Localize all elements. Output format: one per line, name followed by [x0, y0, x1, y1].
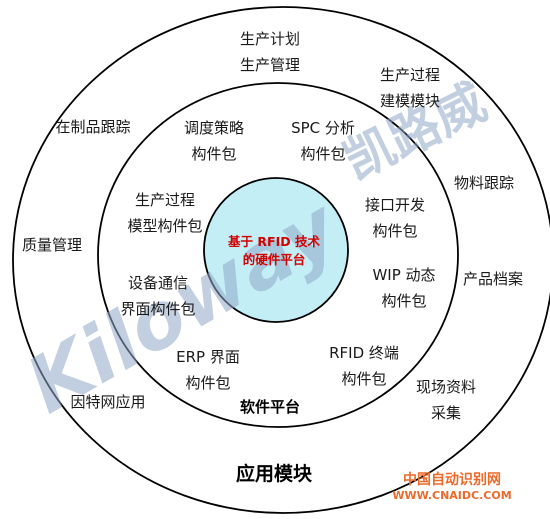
middle-item-2-line2: 构件包	[300, 145, 345, 163]
middle-item-6-line2: 构件包	[381, 292, 426, 310]
middle-item-1-line1: 调度策略	[184, 119, 244, 137]
outer-item-4: 物料跟踪	[454, 174, 514, 192]
middle-ring-labels: 调度策略 构件包 SPC 分析 构件包 生产过程 模型构件包 接口开发 构件包 …	[120, 119, 435, 416]
middle-item-6-line1: WIP 动态	[372, 266, 435, 284]
middle-item-8-line1: RFID 终端	[329, 344, 399, 362]
outer-item-3: 在制品跟踪	[55, 118, 130, 136]
outer-item-2-line1: 生产过程	[380, 66, 440, 84]
outer-item-7: 因特网应用	[70, 393, 145, 411]
core-label: 基于 RFID 技术 的硬件平台	[227, 234, 320, 267]
middle-ring-title: 软件平台	[240, 398, 300, 416]
core-circle	[203, 177, 349, 323]
outer-item-1-line1: 生产计划	[240, 30, 300, 48]
core-label-line1: 基于 RFID 技术	[227, 234, 320, 249]
middle-item-8-line2: 构件包	[341, 370, 386, 388]
middle-item-4-line2: 构件包	[372, 222, 417, 240]
site-logo: 中国自动识别网 WWW.CNAIDC.COM	[392, 471, 511, 502]
site-url: WWW.CNAIDC.COM	[392, 489, 511, 502]
middle-item-7-line1: ERP 界面	[176, 348, 240, 366]
middle-item-3-line1: 生产过程	[135, 191, 195, 209]
outer-ring	[12, 6, 550, 514]
outer-ring-title: 应用模块	[236, 462, 313, 485]
outer-ring-labels: 生产计划 生产管理 生产过程 建模模块 在制品跟踪 物料跟踪 质量管理 产品档案…	[22, 30, 523, 485]
middle-item-3-line2: 模型构件包	[127, 217, 202, 235]
middle-item-5-line2: 界面构件包	[120, 300, 195, 318]
outer-item-6: 产品档案	[463, 270, 523, 288]
middle-item-1-line2: 构件包	[191, 145, 236, 163]
middle-ring	[97, 82, 459, 428]
core-label-line2: 的硬件平台	[243, 252, 306, 267]
outer-item-5: 质量管理	[22, 236, 82, 254]
outer-item-8-line1: 现场资料	[416, 378, 476, 396]
outer-item-8-line2: 采集	[431, 404, 461, 422]
outer-item-2-line2: 建模模块	[380, 92, 440, 110]
middle-item-5-line1: 设备通信	[128, 274, 188, 292]
middle-item-7-line2: 构件包	[185, 374, 230, 392]
site-name: 中国自动识别网	[403, 471, 501, 488]
middle-item-4-line1: 接口开发	[365, 196, 425, 214]
outer-item-1-line2: 生产管理	[240, 56, 300, 74]
middle-item-2-line1: SPC 分析	[291, 119, 355, 137]
